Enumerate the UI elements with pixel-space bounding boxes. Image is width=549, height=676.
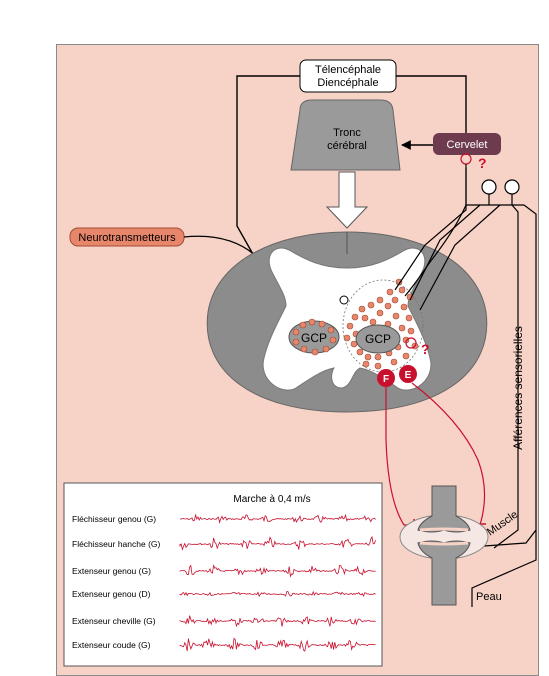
gcp-right-neurons <box>343 278 419 370</box>
upper-bone <box>417 485 471 533</box>
gcp-right-dashed-region <box>342 279 424 373</box>
emg-waveform <box>179 615 376 628</box>
question-mark-cervelet: ? <box>478 155 487 171</box>
cervelet-label: Cervelet <box>447 139 488 151</box>
descending-arrow <box>325 171 369 229</box>
emg-trace-label: Extenseur genou (G) <box>72 566 151 576</box>
telencephale-label: Télencéphale <box>315 64 381 76</box>
ganglion-2 <box>504 179 520 195</box>
neurotransmetteurs-label: Neurotransmetteurs <box>78 232 176 244</box>
flexor-label: F <box>383 374 389 385</box>
emg-trace-label: Extenseur cheville (G) <box>72 616 156 626</box>
emg-waveform <box>179 535 376 551</box>
gcp-left-label: GCP <box>301 331 327 345</box>
cervelet-box <box>433 133 501 155</box>
afferent-long-fiber <box>483 204 537 547</box>
emg-trace-label: Fléchisseur genou (G) <box>72 514 156 524</box>
emg-traces <box>179 513 376 652</box>
emg-waveform <box>179 513 376 524</box>
afferent-inner-fiber <box>493 204 519 549</box>
peau-label: Peau <box>476 591 502 603</box>
tronc-label-2: cérébral <box>327 140 367 152</box>
flexor-axon <box>385 387 414 526</box>
emg-title: Marche à 0,4 m/s <box>233 494 310 505</box>
gcp-left-neurons <box>292 318 337 356</box>
diencephale-label: Diencéphale <box>317 77 378 89</box>
gcp-right-label: GCP <box>365 332 391 346</box>
emg-waveform <box>179 637 376 652</box>
cervelet-input-circle <box>460 153 472 165</box>
emg-trace-labels: Fléchisseur genou (G) Fléchisseur hanche… <box>72 514 161 650</box>
emg-trace-label: Fléchisseur hanche (G) <box>72 539 161 549</box>
extensor-axon <box>411 382 486 526</box>
lower-bone <box>417 540 471 606</box>
emg-waveform <box>179 564 376 578</box>
ganglion-stems <box>466 194 524 206</box>
tronc-label-1: Tronc <box>333 127 361 139</box>
afferences-label: Afférences sensorielles <box>511 326 525 450</box>
afferent-fibers <box>394 204 501 311</box>
central-canal <box>339 295 349 305</box>
question-mark-gcp: ? <box>421 341 430 357</box>
gcp-input-circle <box>405 337 417 349</box>
extensor-motoneuron <box>399 365 417 383</box>
tronc-cerebral-shape <box>290 99 401 171</box>
telencephale-right-pathway <box>396 75 467 133</box>
peau-fiber <box>471 530 537 607</box>
articular-cartilage <box>419 527 469 546</box>
emg-trace-label: Extenseur coude (G) <box>72 640 151 650</box>
emg-panel <box>63 482 383 667</box>
emg-waveform <box>179 590 376 598</box>
ganglion-1 <box>481 179 497 195</box>
gcp-right <box>355 324 401 354</box>
emg-trace-label: Extenseur genou (D) <box>72 589 151 599</box>
muscle-label: Muscle <box>485 509 520 539</box>
extensor-label: E <box>405 370 412 381</box>
flexor-motoneuron <box>377 369 395 387</box>
